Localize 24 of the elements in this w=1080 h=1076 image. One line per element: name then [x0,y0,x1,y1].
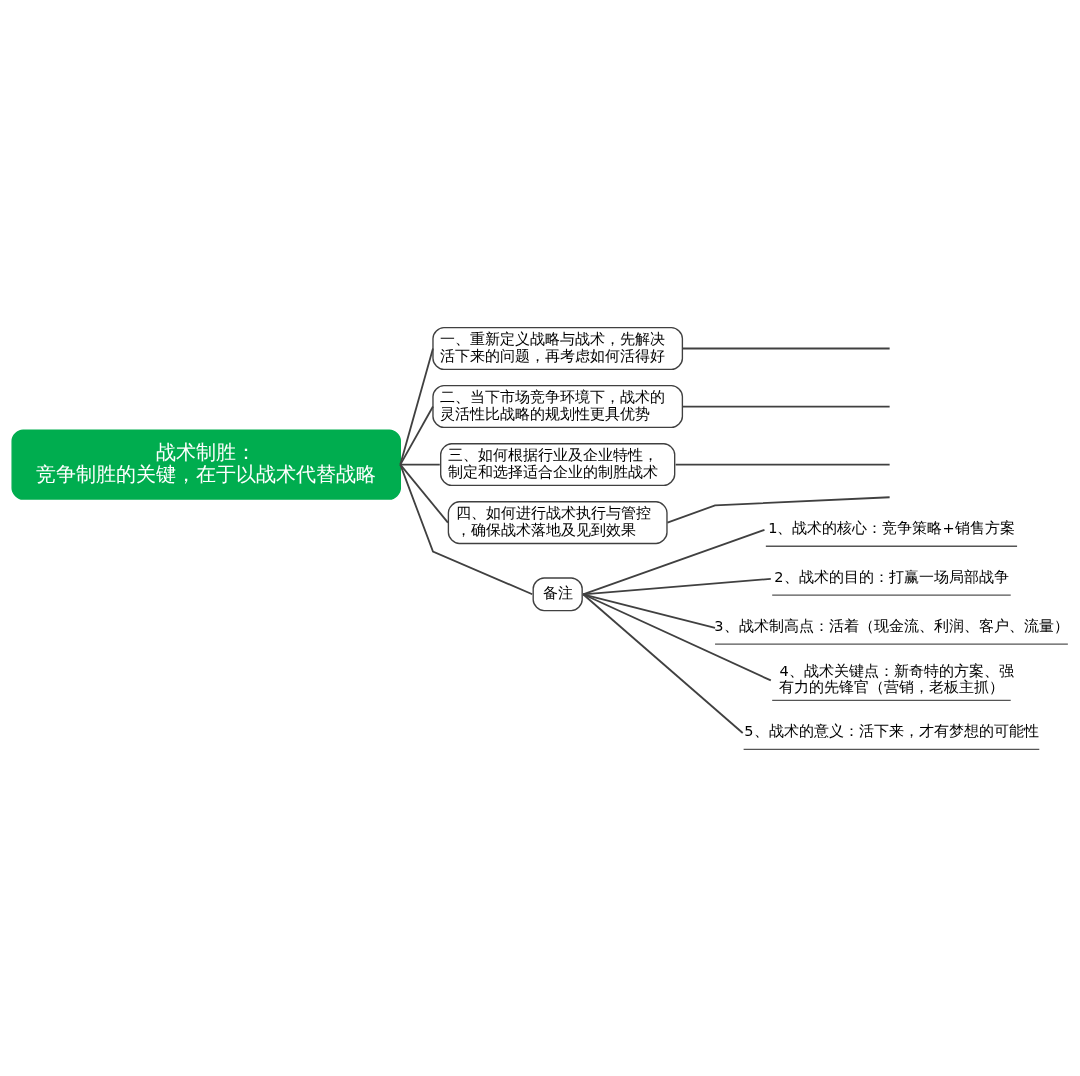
connector [582,592,744,734]
node-box: 三、如何根据行业及企业特性，制定和选择适合企业的制胜战术 [440,442,676,486]
node-text: 2、战术的目的：打赢一场局部战争 [774,568,1009,585]
connector [582,592,772,681]
node-text: 1、战术的核心：竞争策略+销售方案 [768,519,1015,536]
node-box: 二、当下市场竞争环境下，战术的灵活性比战略的规划性更具优势 [432,384,684,428]
node-text: 4、战术关键点：新奇特的方案、强有力的先锋官（营销，老板主抓） [779,662,1014,695]
node-box: 战术制胜： 竞争制胜的关键，在于以战术代替战略 [11,428,401,500]
connector [582,577,772,595]
connector [666,495,891,524]
connector [582,528,766,595]
connector [399,347,434,465]
node-text: 3、战术制高点：活着（现金流、利润、客户、流量） [714,617,1069,634]
node-box: 一、重新定义战略与战术，先解决活下来的问题，再考虑如何活得好 [432,326,684,370]
connector [681,347,891,349]
connector [674,463,891,465]
connector [681,405,891,407]
node-box: 四、如何进行战术执行与管控，确保战术落地及见到效果 [447,500,668,544]
connector [399,463,441,465]
connector [399,463,534,595]
connector [399,405,434,465]
node-text: 5、战术的意义：活下来，才有梦想的可能性 [744,722,1039,739]
node-box: 备注 [532,576,583,611]
connector [399,463,449,524]
